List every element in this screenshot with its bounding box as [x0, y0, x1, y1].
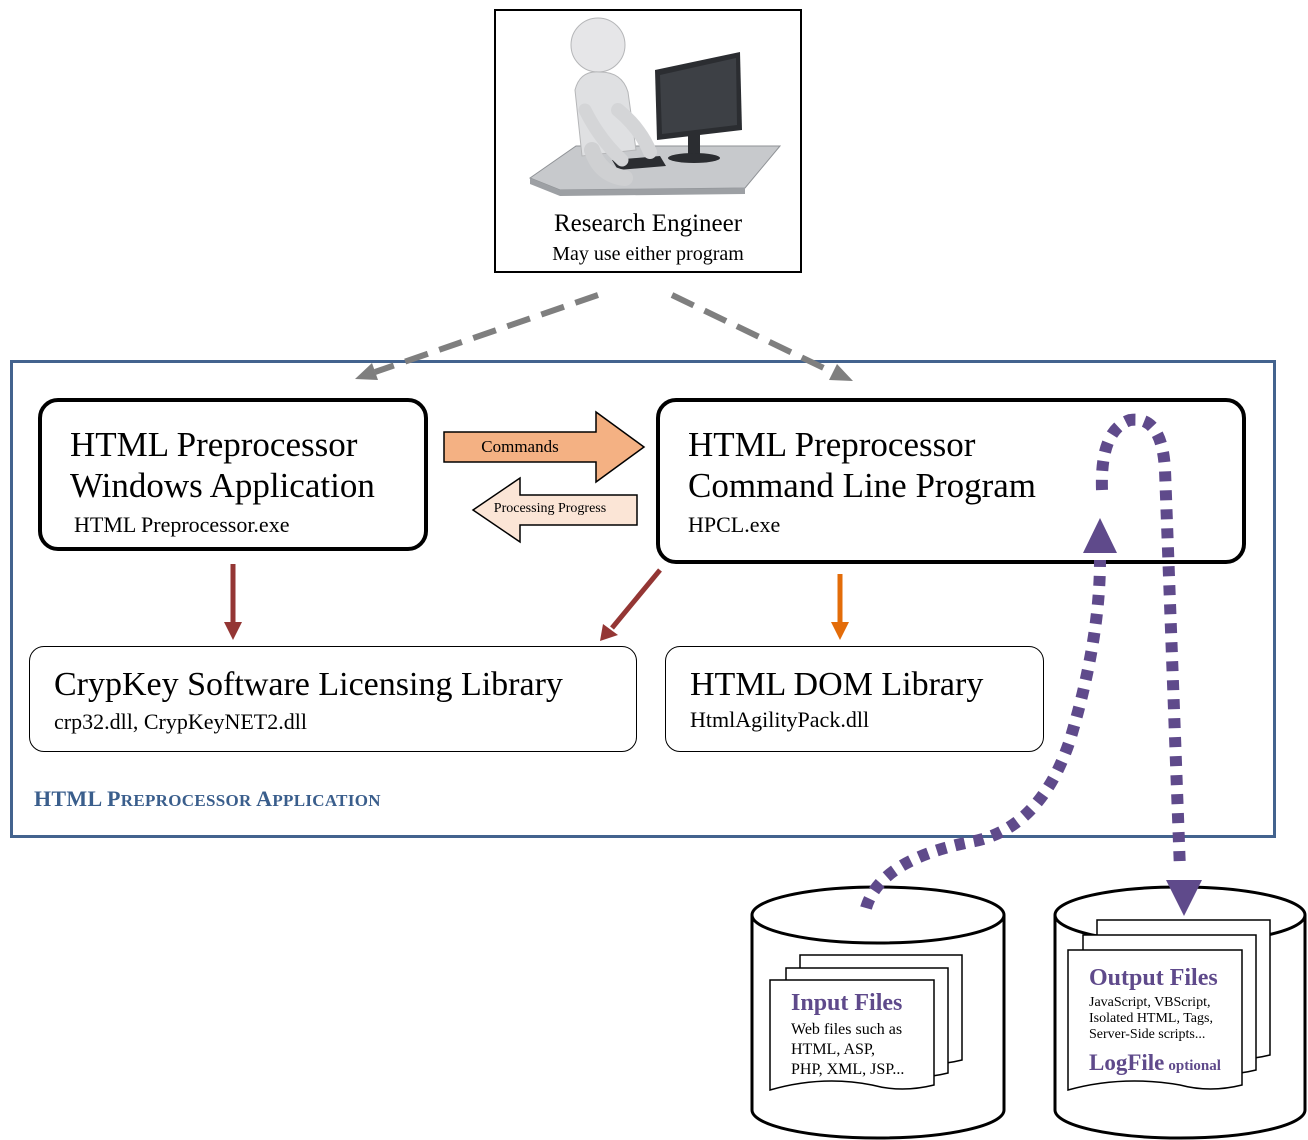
- output-files-line: Server-Side scripts...: [1089, 1027, 1206, 1042]
- input-document-stack: [769, 954, 963, 1091]
- engineer-name: Research Engineer: [553, 210, 743, 237]
- cli-title-line1: HTML Preprocessor: [688, 425, 976, 464]
- arrow-windows-to-crypkey: [224, 564, 242, 640]
- output-files-line: Isolated HTML, Tags,: [1089, 1011, 1213, 1026]
- windows-app-file: HTML Preprocessor.exe: [74, 512, 290, 537]
- input-files-title: Input Files: [791, 990, 903, 1016]
- windows-app-title-line2: Windows Application: [70, 466, 375, 505]
- input-files-line: Web files such as: [791, 1021, 903, 1038]
- dashed-arrow-to-windows-app: [355, 292, 599, 380]
- cli-file: HPCL.exe: [688, 512, 781, 537]
- processing-progress-label: Processing Progress: [493, 501, 607, 516]
- input-files-line: HTML, ASP,: [791, 1041, 876, 1058]
- commands-arrow: [443, 410, 646, 484]
- input-files-line: PHP, XML, JSP...: [791, 1061, 905, 1078]
- output-files-title: Output Files: [1089, 965, 1218, 991]
- input-flow-to-cli: [860, 518, 1117, 910]
- application-label: HTML PREPROCESSOR APPLICATION: [34, 786, 381, 811]
- dom-lib-file: HtmlAgilityPack.dll: [690, 707, 870, 732]
- application-frame: [10, 360, 1276, 838]
- output-document-stack: [1067, 919, 1271, 1091]
- crypkey-files: crp32.dll, CrypKeyNET2.dll: [54, 709, 307, 734]
- windows-app-title-line1: HTML Preprocessor: [70, 425, 358, 464]
- output-files-description: JavaScript, VBScript, Isolated HTML, Tag…: [1089, 995, 1213, 1043]
- engineer-subtitle: May use either program: [552, 243, 744, 265]
- output-files-line: JavaScript, VBScript,: [1089, 995, 1211, 1010]
- arrow-cli-to-dom: [831, 574, 849, 640]
- crypkey-title: CrypKey Software Licensing Library: [54, 666, 563, 703]
- html-dom-library-box: HTML DOM Library HtmlAgilityPack.dll: [665, 646, 1044, 752]
- crypkey-library-box: CrypKey Software Licensing Library crp32…: [29, 646, 637, 752]
- input-files-description: Web files such as HTML, ASP, PHP, XML, J…: [791, 1020, 904, 1080]
- cli-title-line2: Command Line Program: [688, 466, 1037, 505]
- dom-lib-title: HTML DOM Library: [690, 666, 984, 703]
- processing-progress-arrow: [471, 476, 638, 544]
- cli-flow-to-output: [1095, 413, 1202, 916]
- arrow-cli-to-crypkey: [600, 568, 662, 641]
- logfile-label: LogFile optional: [1089, 1050, 1221, 1075]
- windows-application-box: HTML Preprocessor Windows Application HT…: [38, 398, 428, 551]
- dashed-arrow-to-cli: [670, 292, 853, 381]
- commands-label: Commands: [481, 437, 559, 456]
